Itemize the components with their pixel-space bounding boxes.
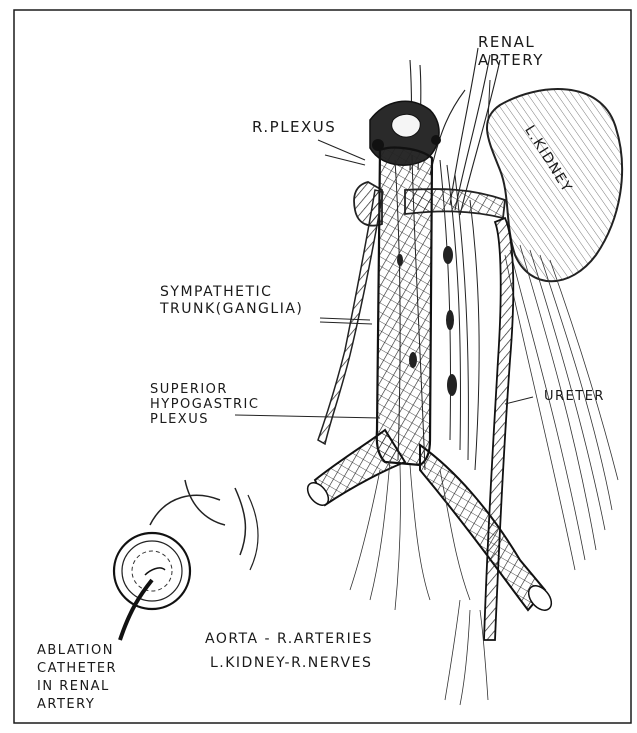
catheter-label-line1: ABLATION <box>37 642 114 660</box>
catheter-label-line3: IN RENAL <box>37 678 110 696</box>
r-plexus-label: R.PLEXUS <box>252 118 336 136</box>
sympathetic-trunk <box>318 190 383 444</box>
ablation-catheter-inset <box>114 480 258 640</box>
catheter-label-line4: ARTERY <box>37 696 95 714</box>
renal-fascia-lines <box>505 245 618 570</box>
kidney-legend: L.KIDNEY-R.NERVES <box>210 654 372 672</box>
catheter-label-line2: CATHETER <box>37 660 117 678</box>
renal-artery-label-line1: RENAL <box>478 33 535 51</box>
aorta-right-iliac <box>420 445 545 610</box>
superior-hypogastric-label-line3: PLEXUS <box>150 411 209 429</box>
sympathetic-trunk-label-line2: TRUNK(GANGLIA) <box>160 300 303 318</box>
renal-artery-label-line2: ARTERY <box>478 51 544 69</box>
sympathetic-trunk-label-line1: SYMPATHETIC <box>160 283 272 301</box>
aorta-trunk <box>377 148 432 465</box>
aorta-legend: AORTA - R.ARTERIES <box>205 630 373 648</box>
aorta-left-iliac <box>315 430 405 505</box>
ureter-label: URETER <box>544 388 605 406</box>
